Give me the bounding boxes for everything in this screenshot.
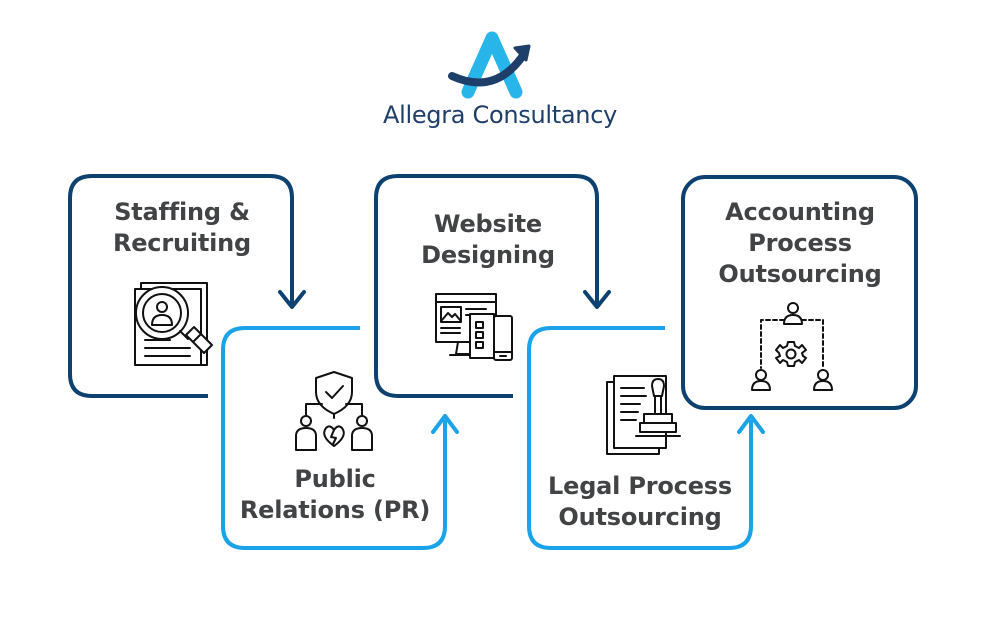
step-box-public-relations <box>221 326 447 550</box>
network-gear-icon <box>751 302 833 391</box>
step-label-line: Staffing & <box>114 198 250 226</box>
step-label-line: Public <box>294 465 376 493</box>
step-box-legal <box>527 326 753 550</box>
step-label-line: Outsourcing <box>718 260 882 288</box>
step-label-line: Legal Process <box>548 472 732 500</box>
brand-name: Allegra Consultancy <box>382 101 618 129</box>
step-label-public-relations: Public Relations (PR) <box>228 464 442 526</box>
arrow-down-2 <box>583 290 611 309</box>
arrow-up-1 <box>431 414 459 434</box>
step-label-legal: Legal Process Outsourcing <box>531 471 749 533</box>
step-box-staffing <box>68 174 294 398</box>
step-label-line: Recruiting <box>112 229 252 257</box>
step-label-staffing: Staffing & Recruiting <box>80 197 284 259</box>
step-box-website <box>374 174 599 398</box>
step-label-line: Website <box>434 210 542 238</box>
step-box-accounting <box>681 175 918 410</box>
step-label-accounting: Accounting Process Outsourcing <box>690 197 910 290</box>
step-label-line: Designing <box>421 241 555 269</box>
document-stamp-icon <box>606 375 681 455</box>
team-shield-icon <box>295 371 373 451</box>
devices-icon <box>435 293 513 361</box>
step-label-line: Accounting <box>725 198 875 226</box>
step-label-line: Outsourcing <box>558 503 722 531</box>
step-label-website: Website Designing <box>385 209 591 271</box>
brand-logo <box>448 31 531 99</box>
arrow-down-1 <box>278 290 306 309</box>
step-label-line: Process <box>748 229 852 257</box>
step-label-line: Relations (PR) <box>239 496 431 524</box>
magnifier-profile-icon <box>134 282 213 366</box>
arrow-up-2 <box>737 414 765 434</box>
